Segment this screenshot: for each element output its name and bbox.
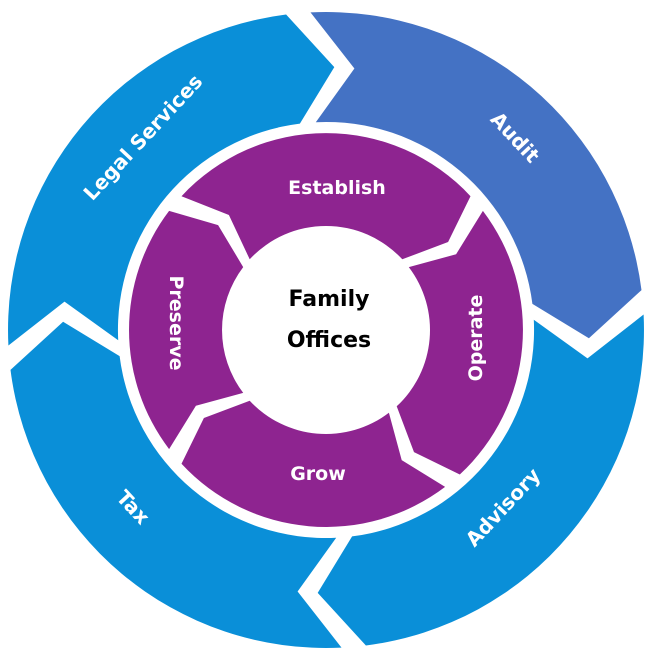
- center-title-line1: Family: [289, 287, 370, 312]
- outer-segment-advisory: [317, 314, 644, 646]
- center-circle: [225, 229, 427, 431]
- inner-segment-preserve: [129, 210, 244, 450]
- outer-segment-audit: [310, 12, 642, 339]
- outer-segment-legal-services: [8, 14, 335, 346]
- inner-ring: [129, 133, 523, 527]
- label-establish: Establish: [288, 177, 386, 199]
- inner-segment-establish: [181, 133, 471, 260]
- inner-segment-operate: [396, 210, 523, 475]
- label-grow: Grow: [290, 463, 346, 485]
- label-operate: Operate: [465, 295, 487, 382]
- label-preserve: Preserve: [165, 275, 187, 370]
- inner-segment-grow: [181, 400, 446, 527]
- center-title-line2: Offices: [287, 328, 371, 353]
- outer-ring: [8, 12, 644, 648]
- outer-segment-tax: [10, 321, 342, 648]
